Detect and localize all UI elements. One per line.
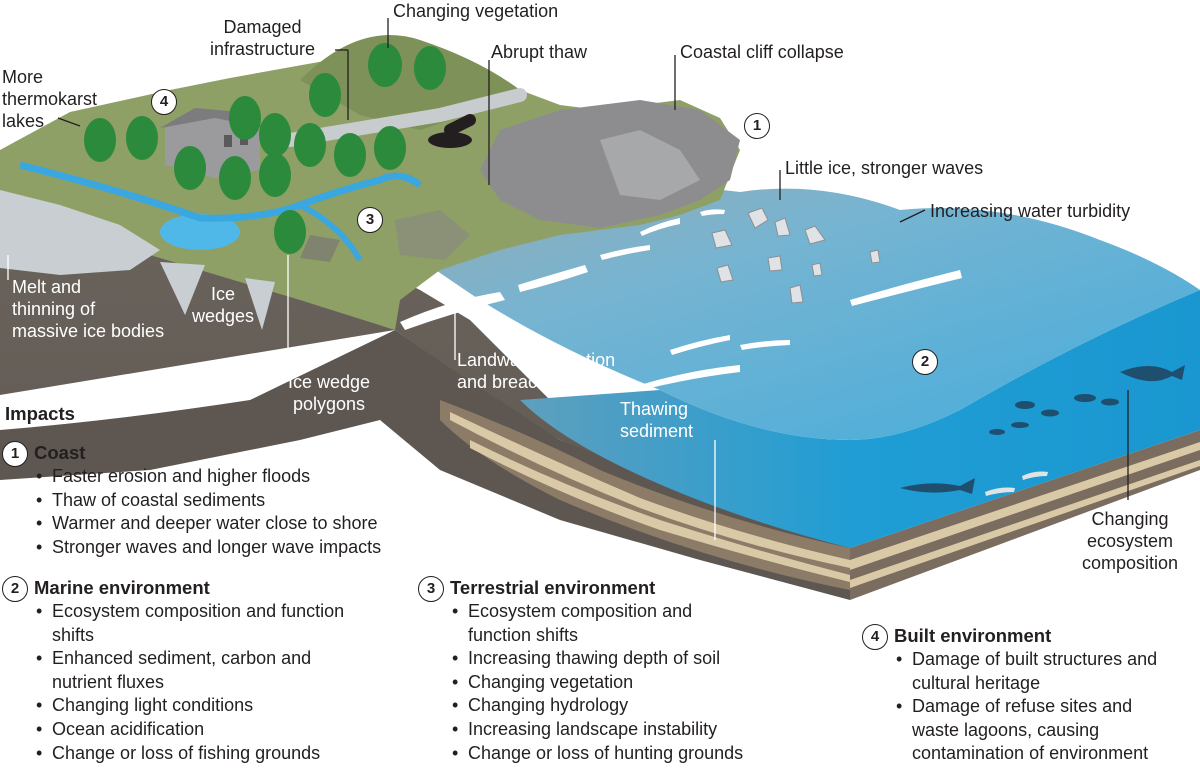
list-item: Change or loss of fishing grounds — [36, 742, 372, 766]
marker-1: 1 — [744, 113, 770, 139]
list-item: Ecosystem composition and function shift… — [452, 600, 738, 647]
label-coastal-cliff-collapse: Coastal cliff collapse — [680, 42, 844, 62]
label-little-ice: Little ice, stronger waves — [785, 158, 984, 178]
list-item: Ocean acidification — [36, 718, 372, 742]
impact-coast: 1 Coast Faster erosion and higher floods… — [2, 441, 472, 559]
impacts-title: Impacts — [5, 403, 75, 424]
fish — [900, 365, 1185, 494]
sea-front — [520, 290, 1200, 548]
impact-terrestrial-list: Ecosystem composition and function shift… — [418, 600, 818, 765]
list-item: Enhanced sediment, carbon and nutrient f… — [36, 647, 372, 694]
waves — [400, 209, 962, 390]
label-ecosystem-composition: Changing ecosystem composition — [1082, 509, 1179, 573]
ice-floes — [711, 207, 881, 304]
label-melt-ice-bodies: Melt and thinning of massive ice bodies — [12, 277, 165, 341]
list-item: Ecosystem composition and function shift… — [36, 600, 372, 647]
list-item: Damage of built structures and cultural … — [896, 648, 1182, 695]
marker-3: 3 — [357, 207, 383, 233]
impact-built-title: Built environment — [894, 625, 1052, 646]
impact-terrestrial: 3 Terrestrial environment Ecosystem comp… — [418, 576, 818, 765]
list-item: Change or loss of hunting grounds — [452, 742, 818, 766]
impact-coast-title: Coast — [34, 442, 86, 463]
impact-terrestrial-number: 3 — [418, 576, 444, 602]
impact-built-list: Damage of built structures and cultural … — [862, 648, 1197, 766]
ice-wedge-2 — [245, 278, 275, 330]
list-item: Changing hydrology — [452, 694, 818, 718]
pipeline — [283, 88, 527, 147]
list-item: Stronger waves and longer wave impacts — [36, 536, 472, 560]
impact-marine-title: Marine environment — [34, 577, 210, 598]
list-item: Changing light conditions — [36, 694, 372, 718]
list-item: Faster erosion and higher floods — [36, 465, 472, 489]
label-damaged-infrastructure: Damaged infrastructure — [210, 17, 316, 59]
thermokarst-lake — [160, 214, 240, 250]
impact-coast-number: 1 — [2, 441, 28, 467]
trees — [84, 43, 446, 254]
marker-2: 2 — [912, 349, 938, 375]
list-item: Thaw of coastal sediments — [36, 489, 472, 513]
label-abrupt-thaw: Abrupt thaw — [491, 42, 588, 62]
label-thawing-sediment: Thawing sediment — [620, 399, 694, 441]
impact-marine: 2 Marine environment Ecosystem compositi… — [2, 576, 372, 765]
marker-4: 4 — [151, 89, 177, 115]
leader-lines — [57, 18, 1129, 500]
river — [19, 161, 423, 222]
impact-marine-number: 2 — [2, 576, 28, 602]
ice-wedge-1 — [160, 262, 205, 315]
list-item: Increasing thawing depth of soil — [452, 647, 818, 671]
label-landward-migration: Landward migration and breaching — [457, 350, 616, 392]
impact-built: 4 Built environment Damage of built stru… — [862, 624, 1197, 766]
label-ice-wedge-polygons: Ice wedge polygons — [288, 372, 371, 414]
impact-coast-list: Faster erosion and higher floods Thaw of… — [2, 465, 472, 559]
list-item: Increasing landscape instability — [452, 718, 818, 742]
impact-terrestrial-title: Terrestrial environment — [450, 577, 656, 598]
sea-surface — [380, 187, 1200, 440]
list-item: Warmer and deeper water close to shore — [36, 512, 472, 536]
label-ice-wedges: Ice wedges — [192, 284, 255, 326]
list-item: Changing vegetation — [452, 671, 818, 695]
label-water-turbidity: Increasing water turbidity — [930, 201, 1131, 221]
impact-marine-list: Ecosystem composition and function shift… — [2, 600, 372, 765]
label-changing-vegetation: Changing vegetation — [393, 1, 559, 21]
label-thermokarst-lakes: More thermokarst lakes — [2, 67, 98, 131]
impact-built-number: 4 — [862, 624, 888, 650]
list-item: Damage of refuse sites and waste lagoons… — [896, 695, 1184, 766]
massive-ice-body — [0, 190, 160, 275]
